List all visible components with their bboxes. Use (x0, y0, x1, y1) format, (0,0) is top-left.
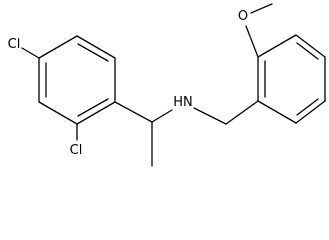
chlorine-ortho-label: Cl (70, 143, 83, 158)
methoxy-methyl-bond (250, 3, 273, 14)
ring-b-bond-6 (257, 100, 297, 124)
ring-b-double-bond-3 (296, 98, 319, 116)
ring-b-double-bond-2 (296, 42, 319, 60)
methoxy-oxygen-label: O (238, 9, 248, 24)
ring-b-bond-3 (295, 34, 326, 58)
ring-a-double-bond-2 (77, 98, 109, 117)
methoxyphenyl-ring (257, 34, 326, 124)
ring-b-bond-5 (295, 100, 326, 124)
amine-label: HN (173, 95, 193, 110)
ch2-to-ring-bond (225, 100, 259, 125)
ring-b-bond-2 (257, 34, 297, 58)
ring-a-bond-4 (38, 101, 78, 125)
ring-a-bond-3 (76, 101, 116, 125)
chlorine-para-label: Cl (8, 37, 21, 52)
structural-formula: Cl Cl HN O (8, 3, 326, 167)
n-to-ch2-bond (193, 107, 227, 125)
ring-to-ch-bond (114, 101, 153, 123)
ring-a-double-bond-1 (77, 43, 109, 62)
ring-a-bond-1 (76, 35, 116, 59)
dichlorophenyl-ring (38, 35, 116, 125)
ring-to-o-bond (245, 25, 259, 58)
ring-a-bond-6 (38, 35, 78, 59)
ch-to-n-bond (151, 109, 173, 123)
cl-para-bond (21, 47, 40, 59)
